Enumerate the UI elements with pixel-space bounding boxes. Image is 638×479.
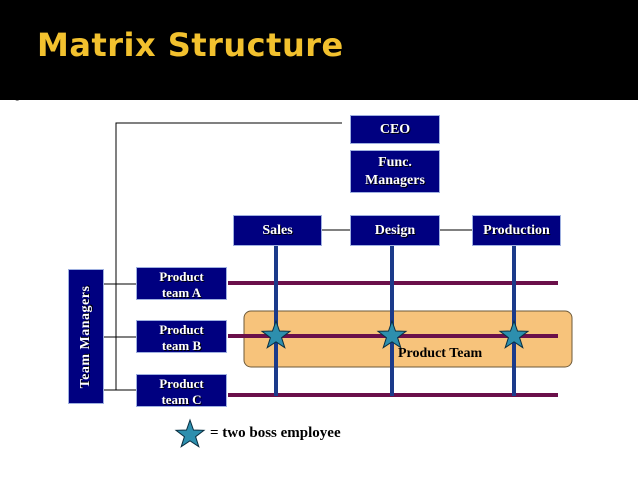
product-team-highlight bbox=[243, 310, 573, 368]
product-team-c-box: Product team C bbox=[136, 374, 227, 407]
dept-design-box: Design bbox=[350, 215, 440, 246]
product-team-a-box: Product team A bbox=[136, 267, 227, 300]
star-icon bbox=[376, 319, 408, 349]
dept-sales-box: Sales bbox=[233, 215, 322, 246]
star-icon bbox=[498, 319, 530, 349]
product-team-label: Product Team bbox=[398, 346, 483, 361]
product-team-b-box: Product team B bbox=[136, 320, 227, 353]
team-managers-label: Team Managers bbox=[78, 285, 93, 388]
func-managers-line1: Func. bbox=[378, 155, 412, 170]
ceo-box: CEO bbox=[350, 115, 440, 144]
func-managers-box: Func. Managers bbox=[350, 150, 440, 193]
star-icon bbox=[260, 319, 292, 349]
title-bar bbox=[0, 0, 638, 100]
team-managers-box: Team Managers bbox=[68, 269, 104, 404]
func-managers-line2: Managers bbox=[365, 173, 425, 188]
dept-production-box: Production bbox=[472, 215, 561, 246]
slide-title: Matrix Structure bbox=[37, 26, 344, 64]
legend-text: = two boss employee bbox=[210, 425, 341, 441]
figure-label: Figure 8.7a bbox=[2, 92, 71, 101]
legend-star-icon bbox=[174, 418, 206, 448]
